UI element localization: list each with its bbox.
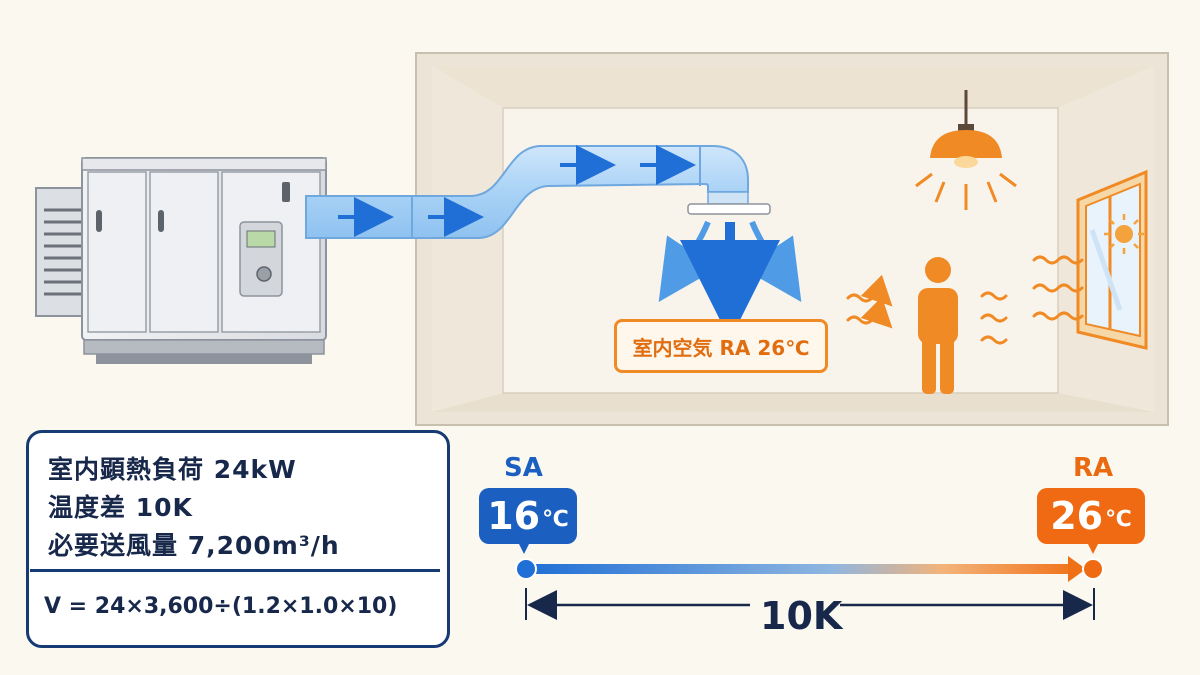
temp-difference-text: 温度差 10K	[48, 493, 193, 522]
supply-air-heading: SA	[504, 453, 543, 483]
diffuser-icon	[687, 191, 771, 215]
sun-icon	[1104, 214, 1144, 254]
temperature-scale	[515, 544, 1104, 620]
airflow-formula: V = 24×3,600÷(1.2×1.0×10)	[44, 594, 398, 619]
temperature-difference-label: 10K	[760, 594, 843, 638]
air-handling-unit-icon	[35, 157, 327, 364]
return-air-temp-unit: ℃	[1105, 506, 1132, 532]
supply-air-temp-value: 16	[487, 494, 541, 538]
return-air-temp-badge: 26℃	[1037, 488, 1145, 544]
return-air-label: 室内空気 RA 26℃	[614, 319, 828, 373]
calc-panel	[26, 430, 450, 648]
pendant-lamp-icon	[915, 90, 1017, 210]
heat-wave-icon	[846, 255, 1084, 345]
return-air-heading: RA	[1073, 453, 1114, 483]
supply-air-arrows	[658, 220, 802, 340]
sensible-load-text: 室内顕熱負荷 24kW	[48, 455, 297, 484]
supply-air-temp-badge: 16℃	[479, 488, 577, 544]
return-air-temp-value: 26	[1050, 494, 1104, 538]
required-airflow-text: 必要送風量 7,200m³/h	[48, 531, 340, 560]
room	[415, 52, 1169, 426]
duct-airflow-arrows	[338, 145, 696, 237]
person-icon	[918, 257, 958, 394]
window-icon	[1076, 169, 1148, 350]
supply-air-temp-unit: ℃	[542, 506, 569, 532]
panel-divider	[30, 569, 440, 572]
